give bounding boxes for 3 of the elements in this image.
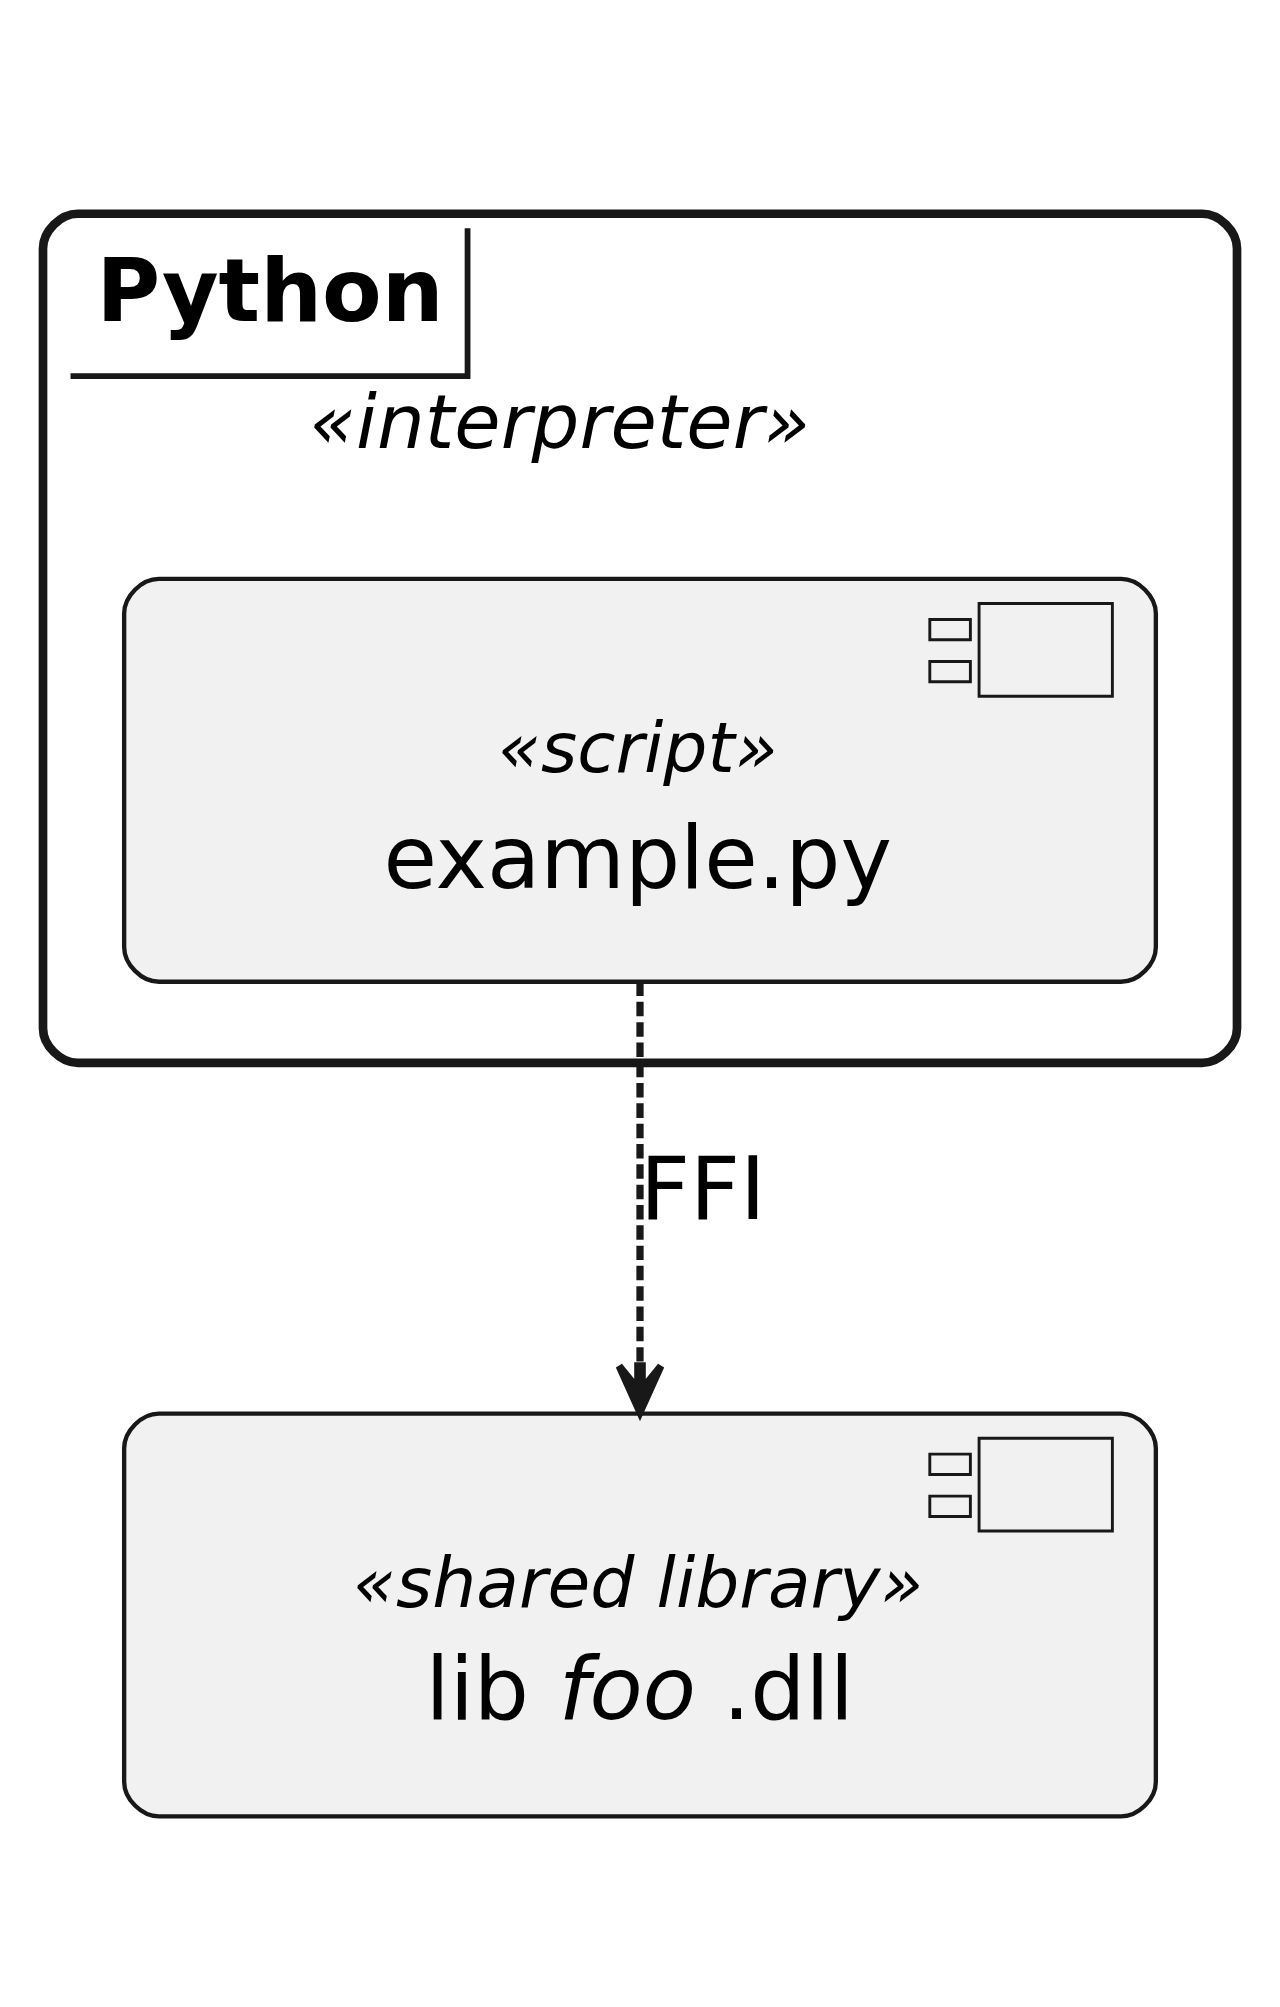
node-box: «script» example.py xyxy=(121,576,1159,984)
node-box: «shared library» lib foo .dll xyxy=(121,1411,1159,1819)
edge-label: FFI xyxy=(640,1138,766,1241)
